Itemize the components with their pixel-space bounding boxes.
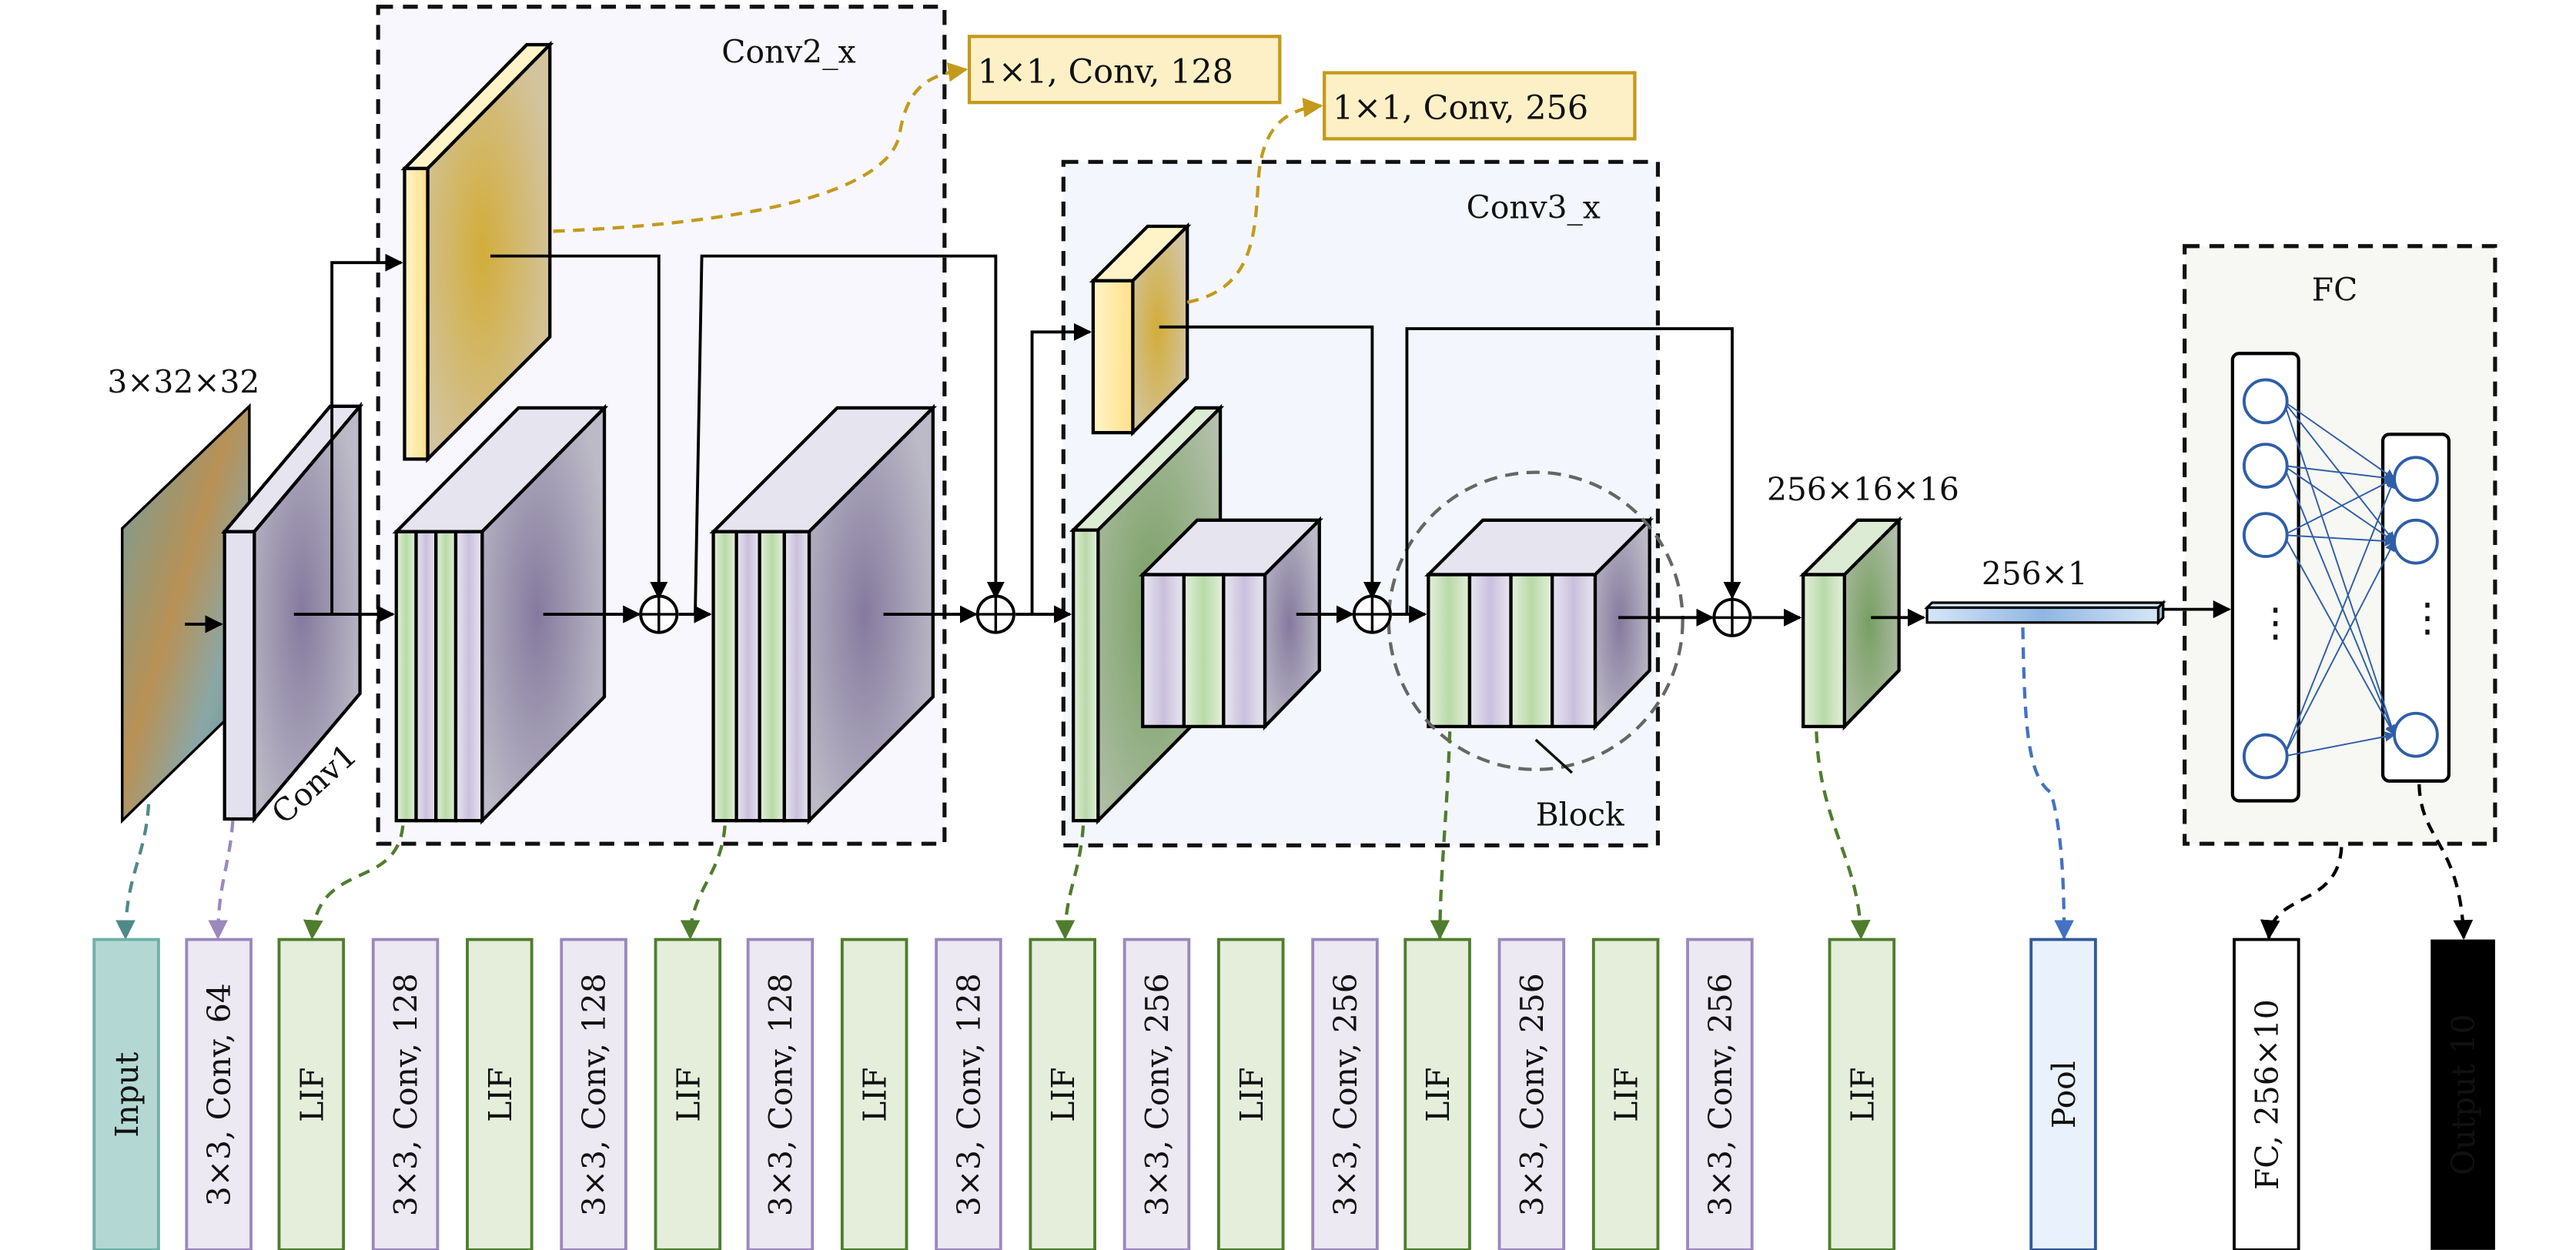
fc-input-neuron <box>2242 512 2289 558</box>
shortcut-conv2-box: 1×1, Conv, 128 <box>967 35 1282 105</box>
layer-bar-label: LIF <box>1233 1067 1270 1121</box>
shortcut-conv3-box: 1×1, Conv, 256 <box>1323 71 1637 141</box>
fc-connection <box>2283 465 2396 543</box>
layer-bar-label: 3×3, Conv, 128 <box>576 973 613 1216</box>
layer-bar-label: LIF <box>857 1067 894 1121</box>
layer-bar-conv: 3×3, Conv, 128 <box>746 938 815 1250</box>
layer-bar-label: 3×3, Conv, 256 <box>1514 973 1551 1216</box>
layer-bar-conv: 3×3, Conv, 64 <box>185 938 253 1250</box>
fc-input-neuron <box>2242 378 2289 425</box>
layer-bar-label: Pool <box>2046 1061 2083 1128</box>
layer-bar-lif: LIF <box>1216 938 1285 1250</box>
layer-bar-label: LIF <box>1608 1067 1645 1121</box>
feature-map-block: 256×16×16 <box>1767 471 1959 731</box>
layer-bar-conv: 3×3, Conv, 128 <box>560 938 627 1250</box>
block-label: Block <box>1536 797 1624 834</box>
fc-output-neuron <box>2393 456 2439 502</box>
fc-connection <box>2283 465 2396 736</box>
block-highlight: Block <box>1387 470 1684 834</box>
layer-bars: Input 3×3, Conv, 64 LIF 3×3, Conv, 128 LIF 3×… <box>92 938 2495 1250</box>
layer-bar-conv: 3×3, Conv, 128 <box>935 938 1002 1250</box>
layer-bar-label: 3×3, Conv, 64 <box>201 983 238 1206</box>
fc-connection <box>2283 731 2396 757</box>
adder-icon <box>1352 594 1392 634</box>
fc-connection <box>2283 478 2396 536</box>
flow-edges <box>185 62 2231 633</box>
layer-bar-pool: Pool <box>2029 938 2097 1250</box>
fc-output-ellipsis: ⋮ <box>2407 595 2447 641</box>
conv2-stack-2 <box>709 403 938 825</box>
layer-bar-output: Output 10 <box>2430 939 2495 1250</box>
layer-bar-lif: LIF <box>1591 938 1660 1250</box>
fc-connection <box>2283 540 2395 757</box>
feature-size-label: 256×16×16 <box>1767 471 1959 508</box>
fc-input-ellipsis: ⋮ <box>2256 600 2295 646</box>
adder-icon <box>639 594 679 634</box>
layer-bar-lif: LIF <box>1828 938 1896 1250</box>
fc-connection <box>2283 534 2395 736</box>
layer-bar-label: LIF <box>1844 1067 1881 1121</box>
fc-connection <box>2283 477 2396 757</box>
layer-bar-conv: 3×3, Conv, 128 <box>371 938 440 1250</box>
fc-connection <box>2283 400 2396 480</box>
conv3-shortcut-block <box>1089 222 1192 437</box>
layer-bar-lif: LIF <box>654 938 722 1250</box>
layer-bar-fc: FC, 256×10 <box>2233 938 2300 1250</box>
layer-bar-label: 3×3, Conv, 128 <box>951 973 988 1216</box>
layer-bar-label: Output 10 <box>2445 1014 2482 1175</box>
fc-neurons <box>2242 378 2439 780</box>
layer-bar-conv: 3×3, Conv, 256 <box>1311 938 1379 1250</box>
adder-icon <box>975 594 1015 634</box>
conv3-stack-2 <box>1424 516 1654 731</box>
conv2-group-label: Conv2_x <box>721 34 855 71</box>
layer-bar-lif: LIF <box>277 938 346 1250</box>
layer-connectors <box>115 627 2474 941</box>
layer-bar-input: Input <box>92 938 160 1250</box>
layer-bar-label: LIF <box>482 1067 519 1121</box>
fc-connection <box>2283 465 2396 483</box>
layer-bar-label: LIF <box>1045 1067 1082 1121</box>
conv3-stack-1 <box>1139 516 1323 731</box>
conv2-shortcut-block <box>400 40 554 463</box>
layer-bar-lif: LIF <box>840 938 908 1250</box>
layer-bar-label: 3×3, Conv, 128 <box>388 973 425 1216</box>
input-size-label: 3×32×32 <box>107 364 259 401</box>
layer-bar-label: LIF <box>293 1067 330 1121</box>
layer-bar-label: 3×3, Conv, 256 <box>1702 973 1739 1216</box>
layer-bar-label: 3×3, Conv, 128 <box>762 973 799 1216</box>
layer-bar-lif: LIF <box>466 938 534 1250</box>
fc-connection <box>2283 534 2396 546</box>
fc-input-neuron <box>2242 443 2289 489</box>
fc-output-neuron <box>2393 711 2439 758</box>
shortcut-conv2-label: 1×1, Conv, 128 <box>978 52 1233 91</box>
layer-bar-lif: LIF <box>1403 938 1471 1250</box>
adder-icon <box>1712 597 1752 637</box>
layer-bar-label: 3×3, Conv, 256 <box>1139 973 1176 1216</box>
fc-connection <box>2283 401 2397 736</box>
flatten-vector: 256×1 <box>1924 555 2166 626</box>
adder-nodes <box>639 594 1752 637</box>
fc-output-neuron <box>2393 518 2439 565</box>
conv3-group-label: Conv3_x <box>1467 189 1601 226</box>
fc-edges <box>2283 400 2397 757</box>
fc-network: ⋮ ⋮ <box>2230 352 2451 803</box>
layer-bar-label: FC, 256×10 <box>2249 999 2286 1190</box>
layer-bar-label: Input <box>109 1051 146 1138</box>
fc-group-label: FC <box>2312 272 2357 309</box>
shortcut-conv3-label: 1×1, Conv, 256 <box>1333 89 1588 128</box>
layer-bar-label: 3×3, Conv, 256 <box>1327 973 1364 1216</box>
fc-connection <box>2283 400 2395 543</box>
flatten-size-label: 256×1 <box>1982 555 2088 592</box>
conv1-block: Conv1 <box>221 401 364 831</box>
fc-input-neuron <box>2242 733 2289 780</box>
layer-bar-label: LIF <box>1420 1067 1457 1121</box>
layer-bar-conv: 3×3, Conv, 256 <box>1122 938 1191 1250</box>
layer-bar-conv: 3×3, Conv, 256 <box>1497 938 1566 1250</box>
layer-bar-label: LIF <box>670 1067 707 1121</box>
layer-bar-conv: 3×3, Conv, 256 <box>1686 938 1754 1250</box>
layer-bar-lif: LIF <box>1029 938 1096 1250</box>
